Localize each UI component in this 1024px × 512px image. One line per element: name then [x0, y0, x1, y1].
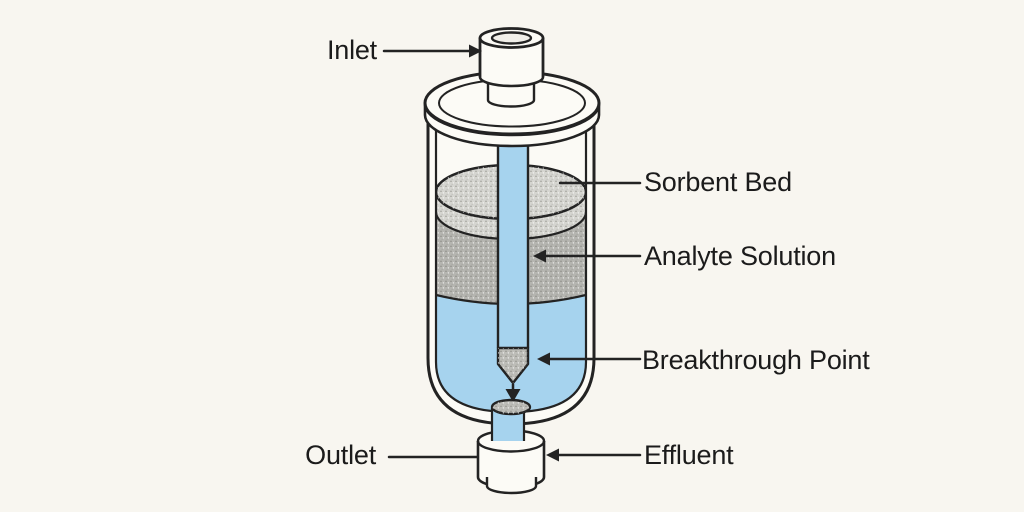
outlet-stub-walls: [490, 408, 526, 441]
outlet-assembly: [476, 398, 546, 495]
outlet-fitting-front-rim: [476, 440, 546, 453]
outlet-step-bottom-arc: [485, 485, 538, 495]
label-sorbent-bed: Sorbent Bed: [644, 167, 792, 197]
inlet-arrow-icon: [469, 44, 482, 58]
tube-tip-texture: [498, 348, 528, 383]
outlet-fitting-body: [478, 441, 544, 477]
inlet-opening: [490, 31, 533, 45]
inlet-cylinder-bottom-arc: [478, 76, 545, 88]
central-tube-walls: [496, 136, 530, 348]
leader-lines: [382, 44, 642, 462]
effluent-arrow-icon: [546, 448, 559, 462]
central-tube-liquid: [498, 136, 528, 348]
flow-down-arrow-icon: [505, 384, 521, 402]
outlet-pellet-texture: [492, 400, 530, 414]
analyte-tube: [496, 136, 530, 385]
outlet-fitting: [476, 440, 546, 495]
flow-arrow-head: [505, 389, 521, 402]
label-outlet: Outlet: [305, 440, 376, 470]
inlet-port: [478, 27, 545, 108]
label-inlet: Inlet: [326, 35, 377, 65]
outlet-step-body: [487, 477, 536, 486]
inlet-cylinder-sides: [478, 38, 545, 77]
label-analyte-solution: Analyte Solution: [644, 241, 836, 271]
label-effluent: Effluent: [644, 440, 734, 470]
sorbent-disc-side-texture: [436, 192, 586, 239]
outlet-step-sides: [485, 477, 538, 486]
breakthrough-arrow-icon: [537, 352, 550, 366]
inlet-neck-bottom-arc: [486, 99, 536, 108]
analyte-arrow-icon: [533, 249, 546, 263]
outlet-fitting-sides: [476, 441, 546, 477]
column-body: [426, 120, 596, 426]
label-breakthrough-point: Breakthrough Point: [642, 345, 870, 375]
